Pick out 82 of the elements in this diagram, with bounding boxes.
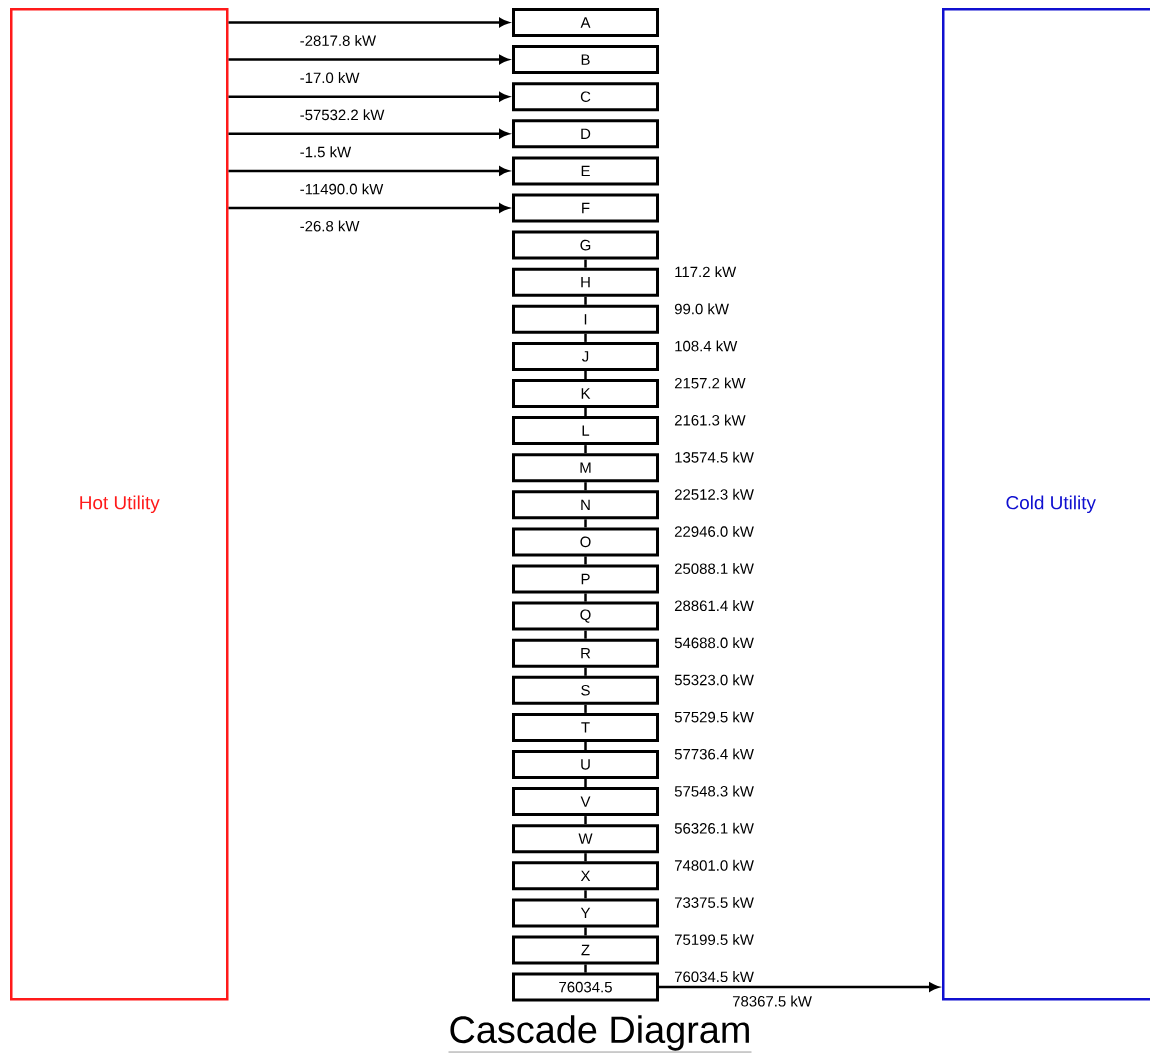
- stage-box: F: [512, 193, 659, 223]
- value-label: 75199.5 kW: [674, 934, 754, 945]
- stage-box: Y: [512, 898, 659, 928]
- utility-box: Hot Utility: [10, 8, 229, 1001]
- stage-box: X: [512, 861, 659, 891]
- connector: [584, 853, 587, 862]
- connector: [584, 927, 587, 936]
- stage-box: G: [512, 230, 659, 260]
- value-label: 108.4 kW: [675, 340, 738, 352]
- connector: [584, 964, 587, 973]
- stage-box: I: [512, 304, 659, 334]
- stage-box: J: [512, 341, 659, 371]
- value-label: 56326.1 kW: [674, 822, 754, 834]
- connector: [659, 982, 939, 992]
- stage-box: S: [512, 675, 659, 705]
- value-label: 55323.0 kW: [674, 674, 754, 686]
- edge-label: -1.5 kW: [298, 145, 353, 159]
- stage-box: V: [512, 787, 659, 817]
- connector: [584, 593, 587, 602]
- connector: [584, 556, 587, 565]
- edge-label: -57532.2 kW: [298, 108, 386, 122]
- value-label: 73375.5 kW: [674, 896, 754, 908]
- value-label: 57736.4 kW: [674, 748, 754, 760]
- edge-label: -17.0 kW: [298, 71, 361, 85]
- connector: [584, 890, 587, 899]
- value-label: 57529.5 kW: [674, 711, 754, 723]
- connector: [584, 259, 587, 268]
- stage-box: E: [512, 156, 659, 186]
- connector: [584, 482, 587, 491]
- connector: [584, 519, 587, 528]
- connector: [584, 333, 587, 342]
- stage-box: L: [512, 416, 659, 446]
- stage-box: P: [512, 564, 659, 594]
- stage-box: D: [512, 119, 659, 149]
- stage-box: R: [512, 638, 659, 668]
- connector: [584, 445, 587, 454]
- value-label: 57548.3 kW: [674, 785, 754, 797]
- utility-box: Cold Utility: [942, 8, 1150, 1001]
- connector: [584, 816, 587, 825]
- diagram-title: Cascade Diagram: [448, 1015, 752, 1053]
- edge-label: -11490.0 kW: [298, 182, 385, 196]
- stage-box: O: [512, 527, 659, 557]
- stage-box: M: [512, 453, 659, 483]
- value-label: 76034.5 kW: [674, 971, 754, 983]
- connector: [584, 370, 587, 379]
- stage-box: W: [512, 824, 659, 854]
- stage-box: C: [512, 82, 659, 112]
- stage-box: Z: [512, 935, 659, 965]
- edge-label: 78367.5 kW: [731, 994, 813, 1008]
- stage-box: A: [512, 8, 659, 37]
- connector: [228, 166, 509, 176]
- stage-box: Q: [512, 601, 659, 631]
- connector: [228, 92, 509, 102]
- edge-label: -2817.8 kW: [298, 34, 378, 47]
- connector: [584, 296, 587, 305]
- edge-label: -26.8 kW: [298, 219, 361, 233]
- value-label: 2157.2 kW: [674, 377, 746, 389]
- value-label: 54688.0 kW: [674, 637, 754, 649]
- stage-box: 76034.5: [512, 972, 659, 1002]
- value-label: 25088.1 kW: [674, 563, 754, 574]
- value-label: 28861.4 kW: [674, 600, 754, 612]
- connector: [228, 129, 509, 139]
- stage-box: T: [512, 712, 659, 742]
- connector: [228, 203, 509, 213]
- stage-box: B: [512, 45, 659, 75]
- connector: [584, 630, 587, 639]
- value-label: 99.0 kW: [674, 303, 729, 315]
- value-label: 2161.3 kW: [674, 414, 746, 426]
- connector: [584, 741, 587, 750]
- value-label: 22946.0 kW: [674, 525, 754, 537]
- value-label: 74801.0 kW: [674, 859, 754, 871]
- stage-box: N: [512, 490, 659, 520]
- stage-box: K: [512, 379, 659, 408]
- value-label: 22512.3 kW: [674, 488, 754, 500]
- connector: [584, 779, 587, 788]
- stage-box: U: [512, 750, 659, 779]
- connector: [584, 408, 587, 417]
- stage-box: H: [512, 267, 659, 297]
- connector: [584, 704, 587, 713]
- value-label: 117.2 kW: [675, 266, 737, 278]
- connector: [584, 667, 587, 676]
- value-label: 13574.5 kW: [675, 451, 754, 463]
